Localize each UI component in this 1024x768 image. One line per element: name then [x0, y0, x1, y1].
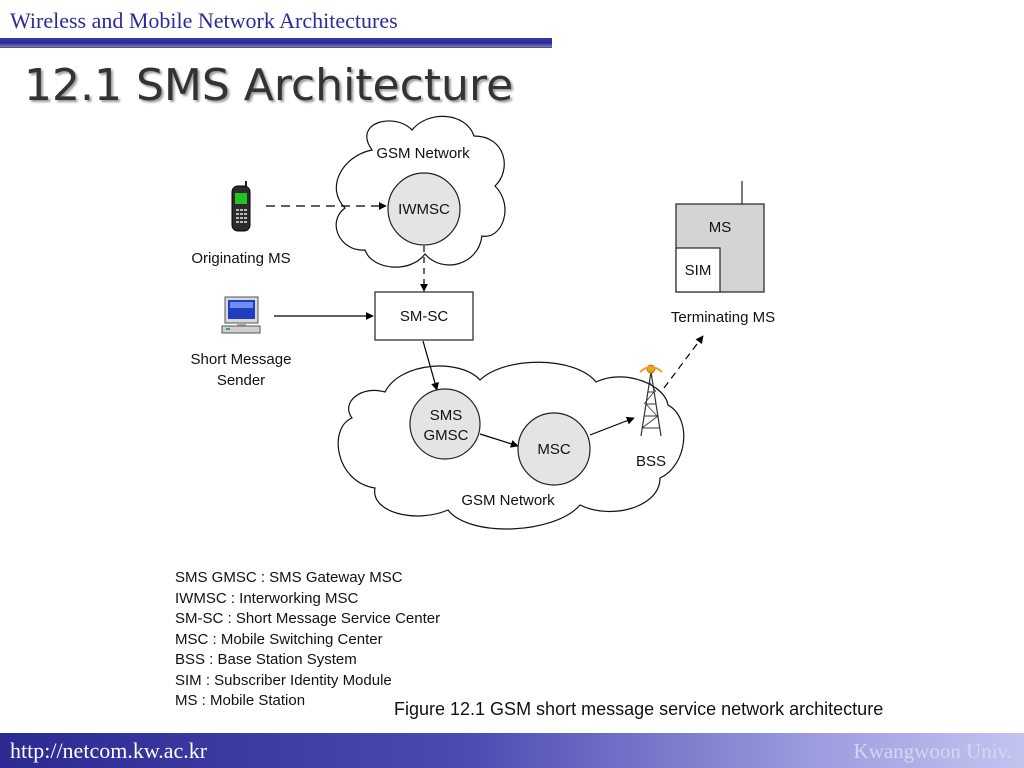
legend-item: MS : Mobile Station: [175, 692, 306, 709]
ms-label: MS: [709, 219, 732, 236]
msc-label: MSC: [537, 441, 571, 458]
iwmsc-label: IWMSC: [398, 201, 450, 218]
arrow-sms-gmsc-to-msc: [479, 433, 519, 448]
mobile-phone-icon: [231, 181, 251, 232]
legend-item: SM-SC : Short Message Service Center: [175, 610, 441, 627]
abbreviation-legend: SMS GMSC : SMS Gateway MSC IWMSC : Inter…: [175, 568, 440, 712]
sms-gmsc-label-line1: SMS: [430, 407, 463, 424]
legend-item: IWMSC : Interworking MSC: [175, 589, 359, 607]
iwmsc-node: [387, 172, 461, 246]
legend-item: BSS : Base Station System: [175, 651, 357, 668]
bss-label: BSS: [636, 453, 666, 470]
arrow-bss-to-terminating-ms: [663, 335, 704, 389]
sms-gmsc-node: [409, 388, 481, 460]
terminating-ms-label: Terminating MS: [671, 309, 775, 326]
short-message-sender-label-line1: Short Message: [191, 351, 292, 368]
sm-sc-label: SM-SC: [400, 308, 449, 325]
arrow-sm-sc-to-sms-gmsc: [422, 340, 439, 391]
footer-url: http://netcom.kw.ac.kr: [10, 738, 208, 763]
legend-item: MSC : Mobile Switching Center: [175, 630, 383, 648]
gsm-network-bottom-label: GSM Network: [461, 492, 555, 509]
computer-icon: [221, 296, 261, 334]
legend-item: SMS GMSC : SMS Gateway MSC: [175, 569, 403, 586]
course-title: Wireless and Mobile Network Architecture…: [10, 8, 398, 33]
legend-item: SIM : Subscriber Identity Module: [175, 671, 392, 689]
figure-caption: Figure 12.1 GSM short message service ne…: [394, 699, 884, 719]
sm-sc-node: [374, 291, 474, 341]
originating-ms-label: Originating MS: [191, 250, 290, 267]
short-message-sender-label-line2: Sender: [217, 372, 265, 389]
sms-gmsc-label-line2: GMSC: [424, 427, 469, 444]
slide-title: 12.1 SMS Architecture: [24, 60, 514, 111]
footer-university: Kwangwoon Univ.: [853, 739, 1012, 763]
sim-card: [675, 247, 721, 293]
arrow-msc-to-bss: [589, 416, 635, 436]
antenna-tower-icon: [639, 364, 663, 437]
header-divider: [0, 38, 552, 47]
gsm-network-top-label: GSM Network: [376, 145, 470, 162]
msc-node: [517, 412, 591, 486]
sim-label: SIM: [685, 262, 712, 279]
footer-bar: http://netcom.kw.ac.kr Kwangwoon Univ.: [0, 733, 1024, 768]
